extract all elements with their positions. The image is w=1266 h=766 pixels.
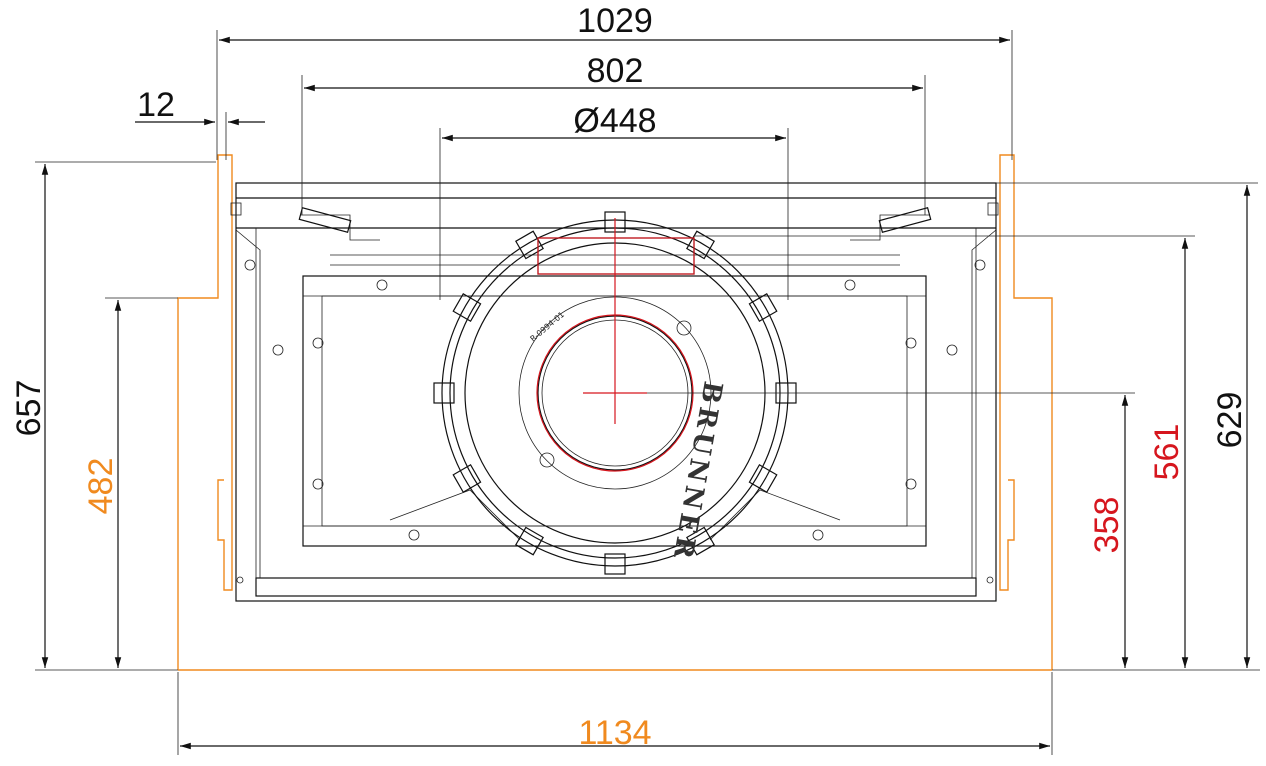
dimension-labels: 1029 802 Ø448 12 657 482 1134 358 561 62…: [10, 2, 1249, 752]
dim-right-height: 629: [1211, 392, 1249, 449]
dim-diameter: Ø448: [573, 102, 656, 140]
niche-outline: [177, 154, 1053, 671]
dim-left-inner-height: 482: [82, 458, 120, 515]
dim-left-height: 657: [10, 380, 48, 437]
dim-right-center-height: 358: [1088, 497, 1126, 554]
dimension-lines: [35, 30, 1260, 755]
dim-right-mid-height: 561: [1148, 424, 1186, 481]
brand-label: BRUNNER: [666, 379, 727, 565]
dim-top-width: 1029: [577, 2, 653, 40]
dim-offset: 12: [137, 86, 175, 124]
dim-inner-width: 802: [587, 52, 644, 90]
dim-bottom-width: 1134: [578, 714, 651, 752]
